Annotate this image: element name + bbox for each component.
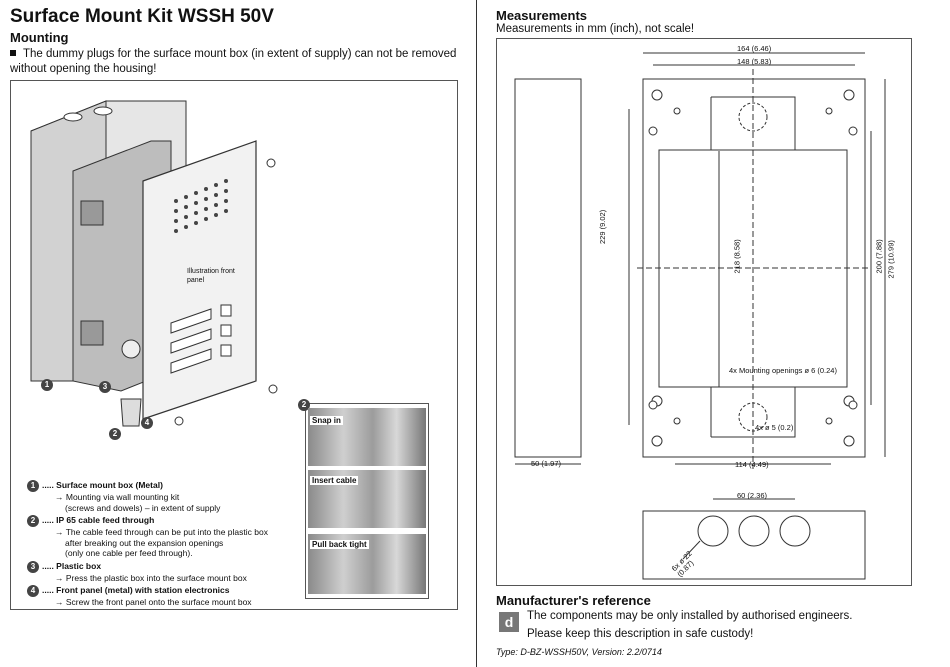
dimension-drawing [514,52,886,580]
mounting-note-text: The dummy plugs for the surface mount bo… [10,48,457,75]
callout-2: 2 [109,428,124,440]
legend-line: (only one cable per feed through). [65,548,193,558]
measurements-heading: Measurements [496,8,588,23]
step-label: Insert cable [310,476,359,485]
step-label: Pull back tight [310,540,369,549]
legend-item: 4..... Front panel (metal) with station … [27,585,297,597]
callout-3: 3 [99,381,114,393]
steps-badge: 2 [298,399,313,411]
legend-line: → Press the plastic box into the surface… [55,572,247,583]
dim-width-114: 114 (4.49) [735,460,769,469]
legend-item: 3..... Plastic box [27,560,297,573]
dim-height-229: 229 (9.02) [598,209,607,244]
measurements-frame: 164 (6.46) 148 (5.83) 229 (9.02) 218 (8.… [496,38,912,586]
page-title: Surface Mount Kit WSSH 50V [10,6,274,27]
step-label: Snap in [310,416,343,425]
legend-item: 1..... Surface mount box (Metal) [27,480,297,492]
manufacturer-heading: Manufacturer's reference [496,593,651,608]
dim-spacing-60: 60 (2.36) [737,491,768,500]
callout-1: 1 [41,379,56,391]
legend-line: → The cable feed through can be put into… [55,527,268,537]
dim-holes-small: 4x ø 5 (0.2) [755,423,794,432]
mounting-note: The dummy plugs for the surface mount bo… [10,47,465,77]
dim-height-200: 200 (7.88) [874,239,884,274]
assembly-illustration [30,100,278,427]
illustration-frame: Illustration front panel 1 3 2 4 1..... … [10,80,458,610]
manufacturer-line-2: Please keep this description in safe cus… [527,628,754,640]
legend-item: 2..... IP 65 cable feed through [27,515,297,527]
dim-width-outer: 164 (6.46) [737,44,772,53]
column-divider [476,0,477,667]
steps-panel: 2 Snap in Insert cable Pull back tight [298,399,429,599]
legend-line: → Mounting via wall mounting kit [55,492,180,502]
manufacturer-line-1: The components may be only installed by … [527,610,853,622]
callout-4: 4 [141,417,156,429]
manufacturer-logo-icon: d [499,612,519,632]
dim-mounting-openings: 4x Mounting openings ø 6 (0.24) [729,366,837,375]
parts-legend: 1..... Surface mount box (Metal) → Mount… [27,480,297,608]
document-footer: Type: D-BZ-WSSH50V, Version: 2.2/0714 [496,647,662,657]
legend-line: (screws and dowels) – in extent of suppl… [65,502,221,513]
dim-height-279: 279 (10.99) [886,240,896,279]
front-panel-label: Illustration front panel [187,268,235,284]
mounting-heading: Mounting [10,30,69,45]
legend-line: after breaking out the expansion opening… [65,537,224,548]
dim-depth: 50 (1.97) [531,459,562,468]
legend-line: → Screw the front panel onto the surface… [55,597,252,607]
dim-height-218: 218 (8.58) [732,239,742,274]
bullet-icon [10,50,16,56]
measurements-note: Measurements in mm (inch), not scale! [496,23,695,35]
dim-width-inner: 148 (5.83) [737,57,772,66]
